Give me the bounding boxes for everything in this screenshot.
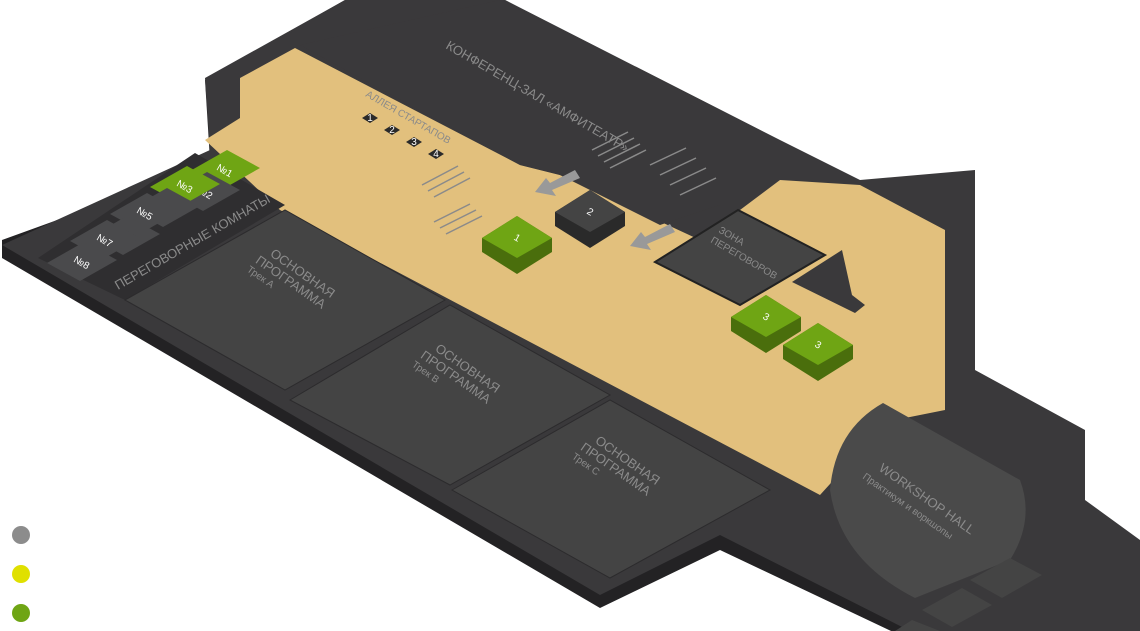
small-rooms: [895, 558, 1042, 631]
startup-booth-label: 4: [433, 149, 439, 160]
triangle-area: [792, 250, 865, 313]
negotiation-zone[interactable]: [652, 208, 828, 307]
booth-block-label: 3: [761, 311, 772, 324]
startup-booth[interactable]: [428, 149, 444, 159]
arrow-icon: [535, 170, 675, 250]
meeting-room-8[interactable]: [47, 242, 117, 281]
startup-booth[interactable]: [384, 125, 400, 135]
booth-block-label: 3: [813, 339, 824, 352]
legend-dot: [12, 526, 30, 544]
startup-booth-label: 1: [367, 113, 373, 124]
legend-dot: [12, 604, 30, 622]
booth-block-3[interactable]: 3: [731, 295, 801, 353]
startup-booth-label: 3: [411, 137, 417, 148]
legend-dot: [12, 565, 30, 583]
startup-booth[interactable]: [362, 113, 378, 123]
booth-block-4[interactable]: 3: [783, 323, 853, 381]
main-hall: [205, 48, 945, 495]
track-b-room[interactable]: [288, 304, 612, 486]
booth-block-label: 1: [512, 232, 523, 245]
workshop-hall[interactable]: [830, 403, 1026, 598]
startup-booth-label: 2: [389, 125, 395, 136]
startup-booth[interactable]: [406, 137, 422, 147]
track-c-room[interactable]: [450, 399, 772, 579]
booth-block-2[interactable]: 2: [555, 190, 625, 248]
track-a-room[interactable]: [123, 209, 447, 391]
booth-block-1[interactable]: 1: [482, 216, 552, 274]
booth-block-label: 2: [585, 206, 596, 219]
amphitheater-zone[interactable]: [300, 0, 720, 225]
stairs-lines: [421, 131, 717, 235]
